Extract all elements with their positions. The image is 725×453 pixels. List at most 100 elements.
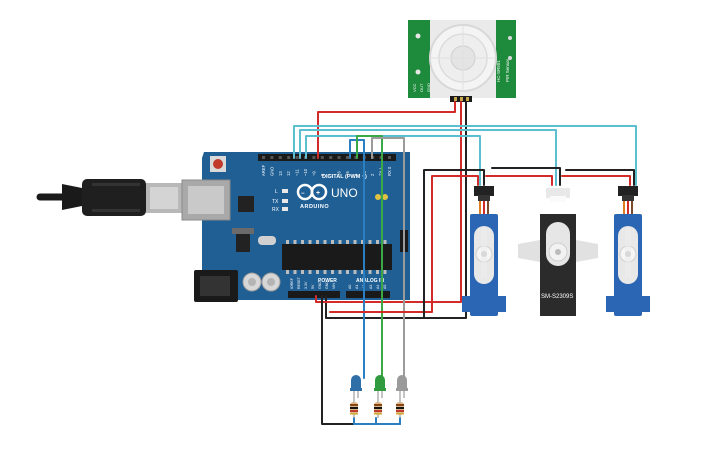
pir-pin-gnd: GND bbox=[426, 83, 431, 92]
digital-pin[interactable] bbox=[278, 156, 282, 159]
chip-leg bbox=[353, 240, 357, 244]
atmega-chip bbox=[282, 244, 392, 270]
digital-pin[interactable] bbox=[320, 156, 324, 159]
chip-leg bbox=[316, 270, 319, 274]
wiring bbox=[293, 101, 637, 425]
voltage-regulator bbox=[236, 232, 250, 252]
svg-text:+: + bbox=[316, 190, 320, 197]
resistor[interactable] bbox=[396, 398, 404, 418]
usb-cable[interactable] bbox=[36, 179, 182, 216]
analog-header-label: ANALOG IN bbox=[356, 278, 384, 284]
chip-leg bbox=[338, 270, 342, 274]
green-led[interactable] bbox=[374, 375, 386, 398]
chip-leg bbox=[383, 270, 387, 274]
digital-pin-label: 7 bbox=[328, 173, 333, 176]
digital-pin[interactable] bbox=[287, 156, 291, 159]
digital-pin[interactable] bbox=[354, 156, 358, 159]
svg-text:−: − bbox=[301, 191, 305, 197]
power-pin-label: RESET bbox=[297, 276, 301, 289]
power-header bbox=[288, 291, 340, 298]
digital-pin[interactable] bbox=[388, 156, 391, 159]
analog-pin-label: A3 bbox=[369, 285, 373, 289]
chip-leg bbox=[331, 240, 334, 244]
chip-leg bbox=[308, 240, 312, 244]
chip-leg bbox=[331, 270, 334, 274]
crystal bbox=[258, 236, 276, 245]
resistor[interactable] bbox=[374, 398, 382, 418]
power-pin-label: VIN bbox=[332, 283, 336, 289]
chip-leg bbox=[346, 270, 349, 274]
servo-middle-model: SM-S2309S bbox=[541, 294, 573, 300]
digital-pin-label: AREF bbox=[261, 164, 266, 176]
chip-leg bbox=[361, 270, 364, 274]
digital-pin-label: ~6 bbox=[337, 171, 342, 176]
pir-label-right: PIR Sensor bbox=[505, 58, 510, 82]
digital-pin[interactable] bbox=[295, 156, 299, 159]
analog-pin-label: A4 bbox=[376, 285, 380, 289]
power-pin-label: GND bbox=[325, 281, 329, 289]
servo-motor-left[interactable] bbox=[462, 186, 506, 316]
digital-pin[interactable] bbox=[329, 156, 333, 159]
pir-sensor[interactable]: HC-SR501 PIR Sensor VCC OUT GND bbox=[408, 20, 516, 102]
chip-leg bbox=[293, 240, 297, 244]
chip-leg bbox=[346, 240, 349, 244]
chip-leg bbox=[323, 240, 327, 244]
chip-leg bbox=[286, 240, 289, 244]
pir-pin-out: OUT bbox=[419, 83, 424, 92]
pir-pin-vcc: VCC bbox=[412, 83, 417, 92]
led-label-rx: RX bbox=[272, 207, 280, 213]
digital-pin-label: ~11 bbox=[295, 169, 300, 176]
digital-pin-label: ~5 bbox=[345, 171, 350, 176]
digital-pin-label: ~9 bbox=[311, 171, 316, 176]
digital-pin[interactable] bbox=[262, 156, 265, 159]
analog-header bbox=[346, 291, 390, 298]
power-pin-label: GND bbox=[318, 281, 322, 289]
analog-pin-label: A1 bbox=[355, 285, 359, 289]
resistor[interactable] bbox=[350, 398, 358, 418]
chip-leg bbox=[353, 270, 357, 274]
digital-pin-label: 13 bbox=[278, 171, 283, 176]
board-model: UNO bbox=[331, 186, 358, 200]
led-label-tx: TX bbox=[272, 199, 279, 205]
digital-pin-label: RX 0 bbox=[387, 166, 392, 176]
chip-leg bbox=[383, 240, 387, 244]
digital-pin[interactable] bbox=[337, 156, 341, 159]
power-pin-label: 5V bbox=[311, 284, 315, 289]
chip-leg bbox=[376, 270, 379, 274]
chip-leg bbox=[308, 270, 312, 274]
power-header-label: POWER bbox=[318, 278, 337, 284]
digital-pin[interactable] bbox=[346, 156, 349, 159]
analog-pin-label: A5 bbox=[383, 285, 387, 289]
digital-pin-label: ~10 bbox=[303, 168, 308, 176]
chip-leg bbox=[323, 270, 327, 274]
chip-leg bbox=[301, 270, 304, 274]
white-led[interactable] bbox=[396, 375, 408, 398]
servo-motor-middle[interactable]: SM-S2309S bbox=[518, 188, 598, 316]
chip-leg bbox=[361, 240, 364, 244]
digital-pin-label: 4 bbox=[353, 173, 358, 176]
chip-leg bbox=[301, 240, 304, 244]
chip-leg bbox=[286, 270, 289, 274]
power-pin-label: IOREF bbox=[290, 277, 294, 289]
digital-pin-label: GND bbox=[269, 167, 274, 176]
digital-header bbox=[258, 154, 396, 161]
digital-header-label: DIGITAL (PWM ~) bbox=[322, 174, 367, 180]
chip-leg bbox=[376, 240, 379, 244]
chip-leg bbox=[368, 270, 372, 274]
digital-pin[interactable] bbox=[312, 156, 316, 159]
board-brand: ARDUINO bbox=[300, 204, 329, 210]
digital-pin[interactable] bbox=[270, 156, 274, 159]
digital-pin-label: 2 bbox=[370, 173, 375, 176]
led-label-l: L bbox=[275, 189, 278, 195]
chip-leg bbox=[338, 240, 342, 244]
blue-led[interactable] bbox=[350, 375, 362, 398]
arduino-uno-board[interactable]: L TX RX − + UNO ARDUINO DIGITAL (PWM ~) … bbox=[181, 152, 410, 302]
digital-pin-label: 8 bbox=[320, 173, 325, 176]
pir-label-left: HC-SR501 bbox=[496, 60, 501, 82]
arduino-logo: − + bbox=[296, 183, 328, 201]
power-pin-label: 3.3V bbox=[304, 281, 308, 289]
analog-pin-label: A0 bbox=[348, 285, 352, 289]
digital-pin-label: 12 bbox=[286, 171, 291, 176]
servo-motor-right[interactable] bbox=[606, 186, 650, 316]
